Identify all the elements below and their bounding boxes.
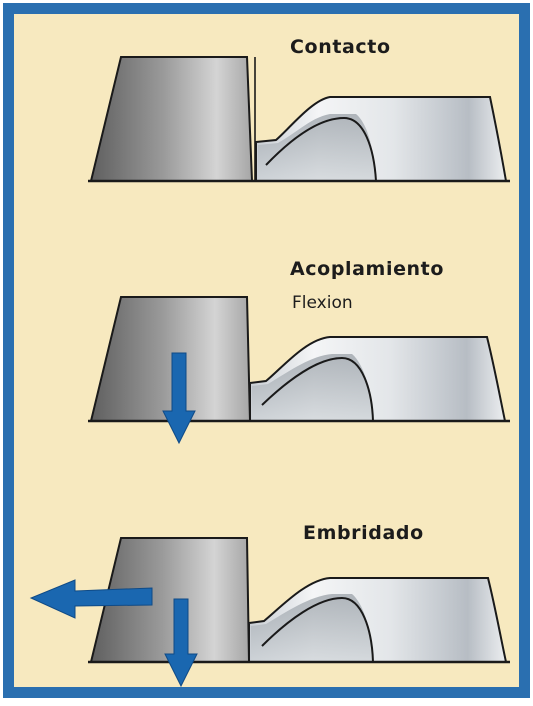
stage-title-acoplamiento: Acoplamiento xyxy=(290,258,445,280)
stage-title-embridado: Embridado xyxy=(303,522,424,544)
stage-title-contacto: Contacto xyxy=(290,36,391,58)
flange-curve xyxy=(261,356,374,422)
flange-curve xyxy=(261,596,374,663)
stage-acoplamiento xyxy=(88,296,510,445)
flange-shade xyxy=(258,114,376,181)
stage-contacto xyxy=(88,56,510,183)
flange-curve xyxy=(265,116,377,182)
down-arrow xyxy=(162,352,196,445)
left-arrow xyxy=(29,579,153,619)
flange-shade xyxy=(251,594,373,662)
stage-subtitle-flexion: Flexion xyxy=(292,293,353,313)
flange-shade xyxy=(252,354,373,421)
down-arrow xyxy=(164,598,198,688)
stage-embridado xyxy=(29,537,510,688)
